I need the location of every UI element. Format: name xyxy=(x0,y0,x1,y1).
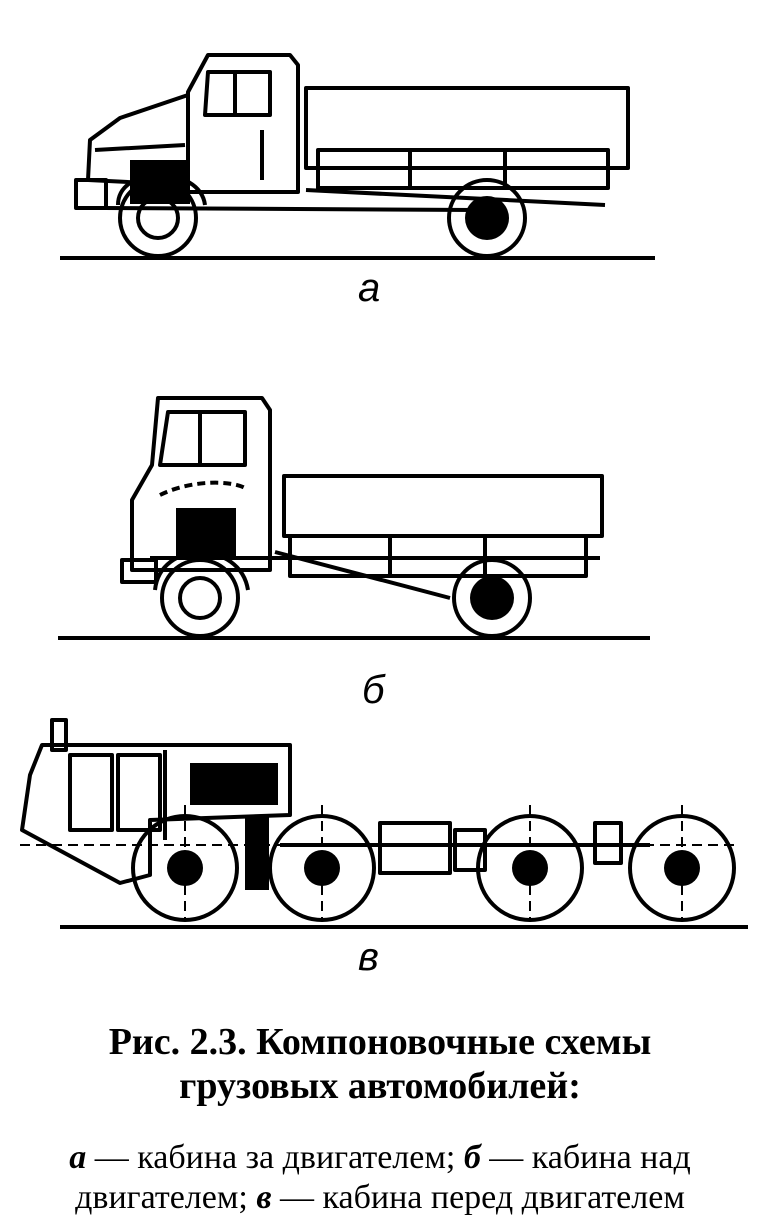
legend-line-2: двигателем; в — кабина перед двигателем xyxy=(0,1178,760,1218)
figure-caption-title: Рис. 2.3. Компоновочные схемы грузовых а… xyxy=(0,1020,760,1108)
diagram-panel-b: б xyxy=(0,380,760,720)
truck-cabover-illustration xyxy=(58,396,650,640)
legend-line-1: а — кабина за двигателем; б — кабина над xyxy=(0,1138,760,1178)
caption-title-line-2: грузовых автомобилей: xyxy=(179,1065,581,1107)
panel-label-b: б xyxy=(362,668,385,712)
legend-text-b: кабина над xyxy=(531,1139,691,1176)
legend-text-a: кабина за двигателем; xyxy=(137,1139,464,1176)
legend-sep-c: — xyxy=(271,1179,323,1216)
legend-text-c: кабина перед двигателем xyxy=(322,1179,685,1216)
caption-title-line-1: Рис. 2.3. Компоновочные схемы xyxy=(108,1021,652,1063)
panel-label-c: в xyxy=(358,935,379,979)
truck-8x8-illustration xyxy=(20,718,748,929)
figure-caption-legend: а — кабина за двигателем; б — кабина над… xyxy=(0,1138,760,1218)
diagram-panel-c: в xyxy=(0,705,760,985)
legend-letter-b: б xyxy=(463,1139,481,1176)
legend-text-b-cont: двигателем; xyxy=(75,1179,257,1216)
panel-label-a: а xyxy=(358,266,381,310)
diagram-panel-a: а xyxy=(0,0,760,308)
legend-letter-c: в xyxy=(256,1179,272,1216)
legend-sep-a: — xyxy=(86,1139,138,1176)
legend-letter-a: а xyxy=(69,1139,87,1176)
truck-hood-illustration xyxy=(60,53,655,260)
legend-sep-b: — xyxy=(480,1139,532,1176)
